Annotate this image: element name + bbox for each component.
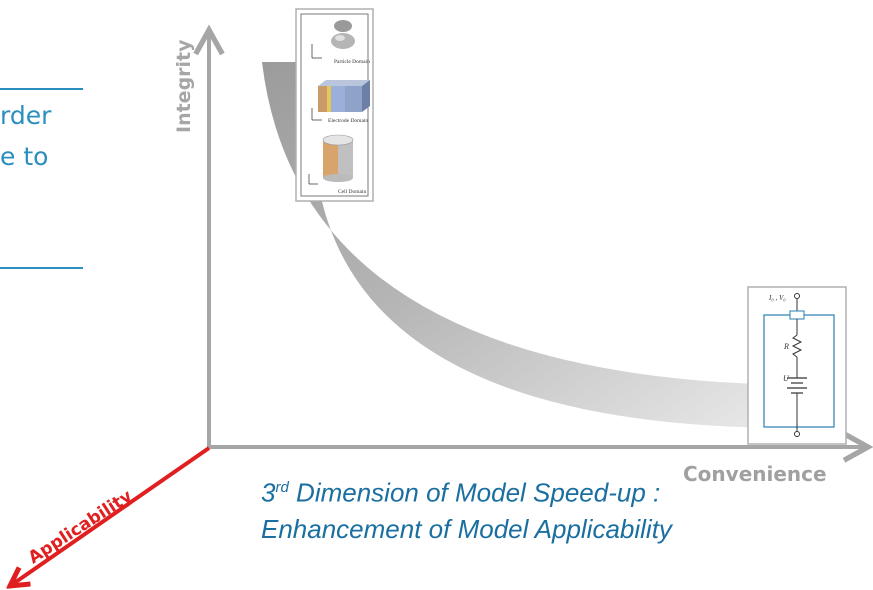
cell-domain-label: Cell Domain (338, 189, 367, 195)
integrity-axis-label: Integrity (173, 39, 195, 133)
circuit-resistor-label: R (783, 342, 789, 351)
particle-domain-label: Particle Domain (334, 59, 370, 65)
caption-line-1: 3rd Dimension of Model Speed-up : (261, 477, 661, 508)
text-fragment-line-1: rder (0, 101, 52, 130)
detailed-model-inset: Particle Domain Electrode Domain Cell Do… (295, 8, 374, 202)
z-axis (10, 446, 211, 586)
top-divider (0, 88, 83, 90)
convenience-axis-label: Convenience (683, 462, 827, 486)
text-fragment-line-2: e to (0, 142, 49, 171)
equivalent-circuit-inset: I₀ , V₀ R U (747, 286, 847, 445)
caption-line-2: Enhancement of Model Applicability (261, 513, 672, 544)
tradeoff-band (262, 62, 800, 429)
bottom-divider (0, 267, 83, 269)
caption: 3rd Dimension of Model Speed-up : Enhanc… (261, 470, 672, 547)
circuit-source-label: U (783, 374, 790, 383)
electrode-domain-label: Electrode Domain (328, 118, 368, 124)
circuit-top-label: I₀ , V₀ (768, 294, 786, 302)
applicability-axis-label: Applicability (25, 486, 136, 568)
